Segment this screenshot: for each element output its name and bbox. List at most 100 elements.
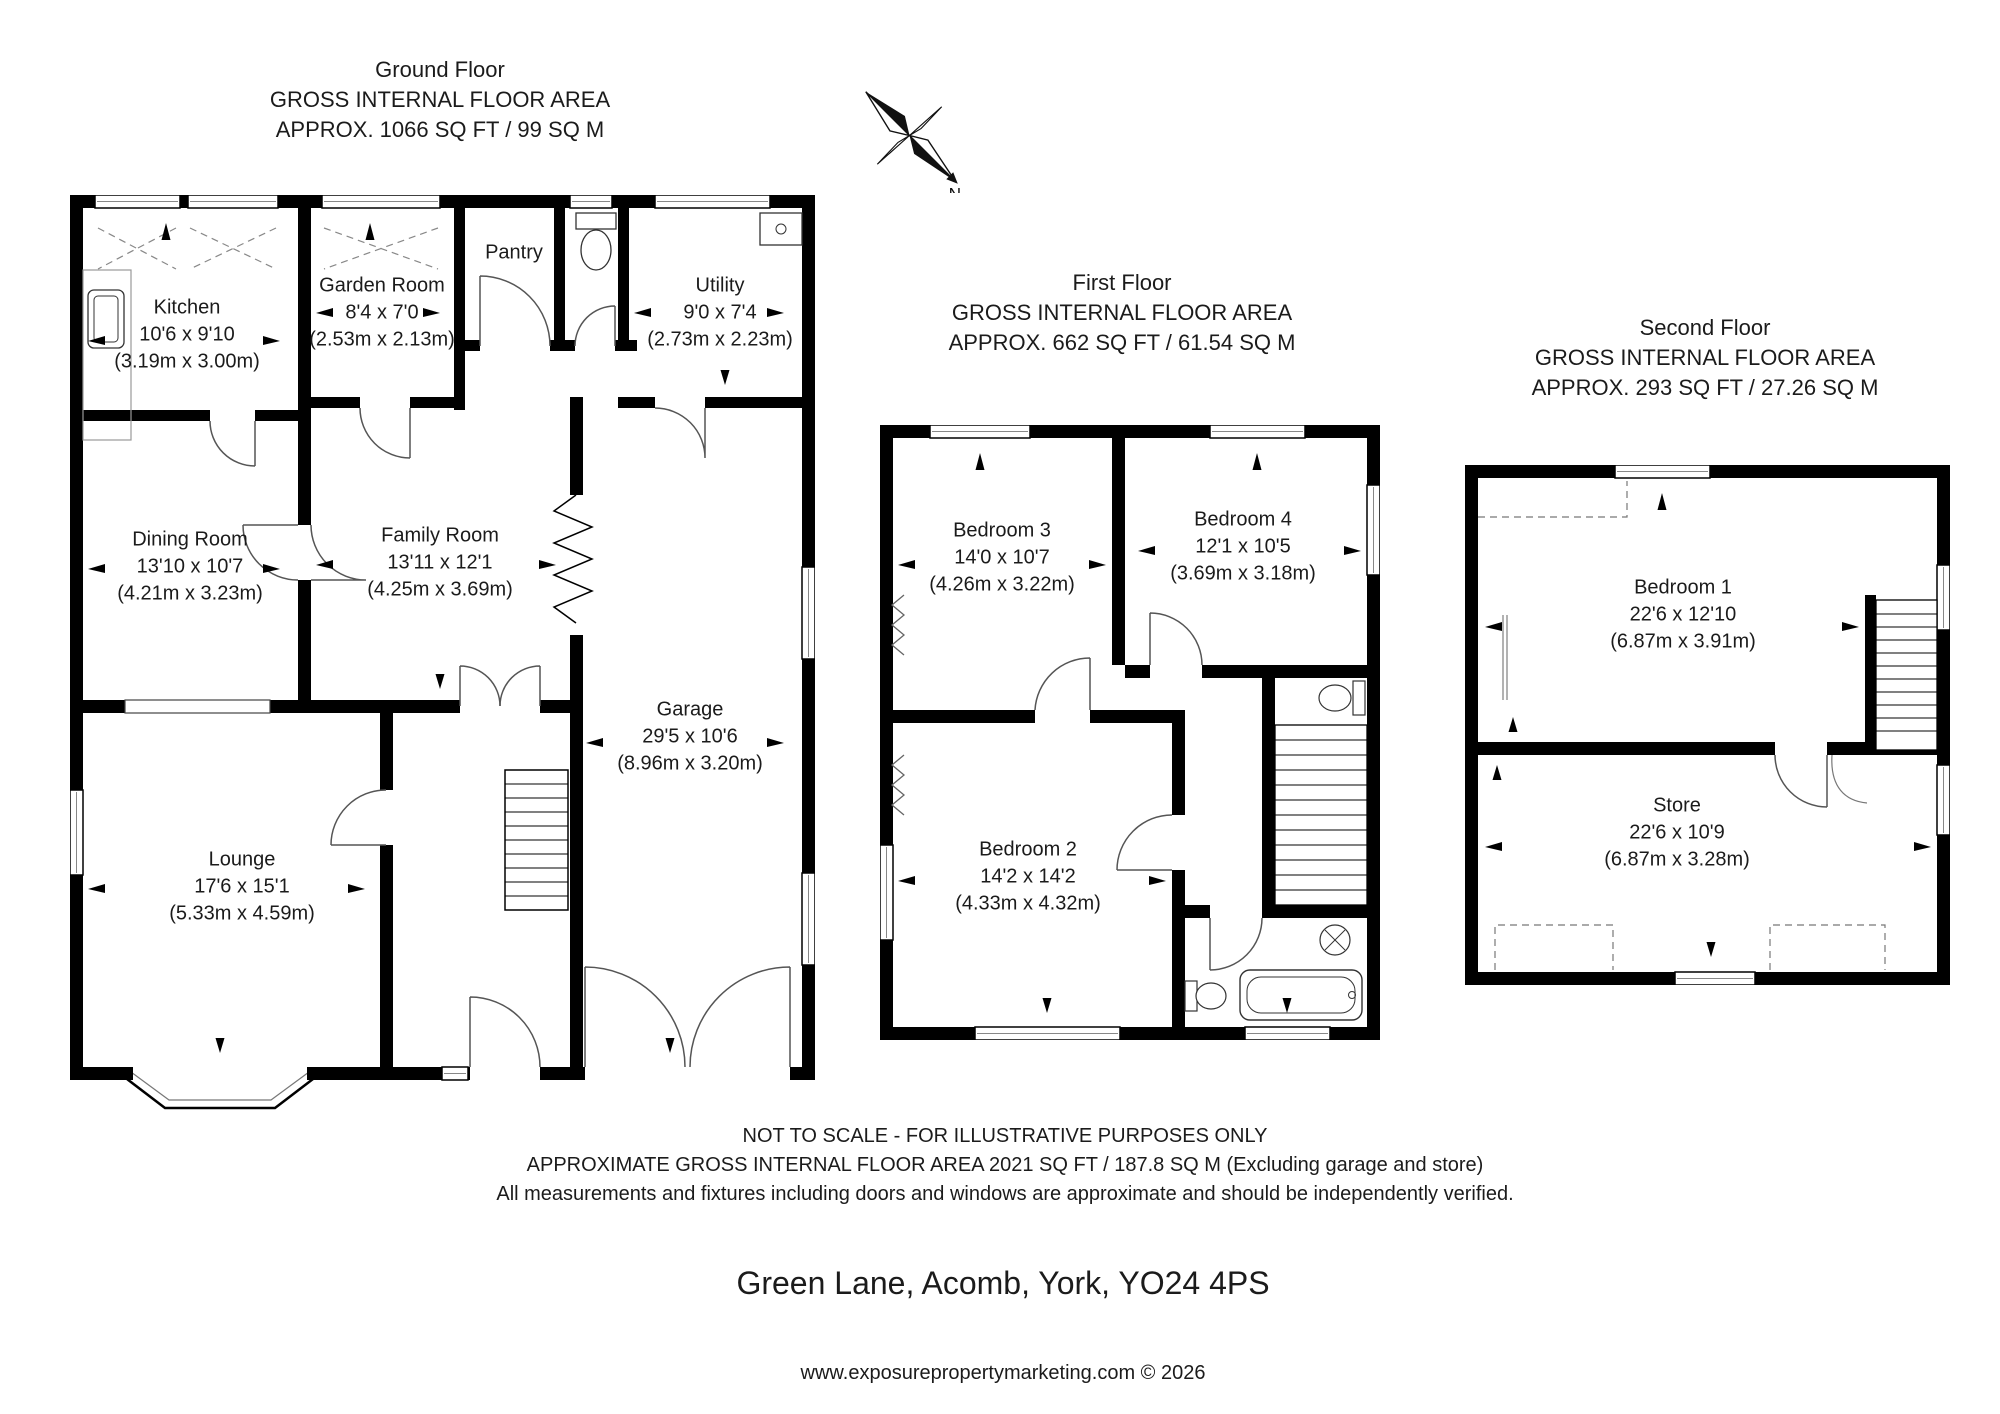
ground-floor-svg [70,195,815,1110]
fixtures-layer [890,594,1366,1021]
floor-area-line2: APPROX. 293 SQ FT / 27.26 SQ M [1531,375,1879,400]
room-label-bedroom-2: Bedroom 2 14'2 x 14'2 (4.33m x 4.32m) [955,837,1101,918]
eaves-dashed-lines [1478,481,1886,970]
compass-point [876,135,910,165]
fixtures-layer [1478,481,1886,970]
room-dim-metric: (6.87m x 3.91m) [1610,630,1756,653]
door-arc [330,789,387,846]
fixtures-layer [82,212,803,441]
door-arc [310,524,367,581]
compass-point [909,106,943,136]
room-label-store: Store 22'6 x 10'9 (6.87m x 3.28m) [1604,793,1750,874]
door-arc [359,407,411,459]
kitchen-counter [82,269,132,441]
toilet [1318,680,1366,716]
window [441,1066,469,1081]
windows-layer [1614,465,1950,985]
room-label-garden-room: Garden Room 8'4 x 7'0 (2.53m x 2.13m) [309,273,455,354]
room-name: Bedroom 1 [1634,576,1732,599]
measure-arrows [898,453,1361,1013]
room-dim-imperial: 14'0 x 10'7 [954,546,1050,569]
door-arc [469,996,541,1068]
room-name: Garden Room [319,274,445,297]
second-floor-header: Second Floor GROSS INTERNAL FLOOR AREA A… [1532,313,1879,403]
room-dim-metric: (4.33m x 4.32m) [955,892,1101,915]
window [1366,484,1380,576]
windows-layer [70,195,815,1081]
radiator-lines [1502,615,1508,700]
compass-point [865,91,912,137]
window [654,195,771,209]
room-dim-metric: (5.33m x 4.59m) [169,902,315,925]
floor-area-line2: APPROX. 1066 SQ FT / 99 SQ M [275,117,605,142]
ground-floor-plan: Kitchen 10'6 x 9'10 (3.19m x 3.00m) Gard… [70,195,815,1110]
room-dim-imperial: 29'5 x 10'6 [642,725,738,748]
room-name: Pantry [485,241,543,264]
property-address: Green Lane, Acomb, York, YO24 4PS [736,1265,1270,1301]
room-dim-imperial: 22'6 x 12'10 [1629,603,1737,626]
room-label-garage: Garage 29'5 x 10'6 (8.96m x 3.20m) [617,697,763,778]
compass-arrowhead [946,172,958,184]
door-arc [209,420,256,467]
room-dim-metric: (4.26m x 3.22m) [929,573,1075,596]
room-dim-imperial: 14'2 x 14'2 [980,865,1076,888]
window [321,195,441,209]
door-arc [1149,612,1203,666]
measure-arrows [88,223,784,1053]
windows-layer [880,425,1380,1040]
room-dim-metric: (8.96m x 3.20m) [617,752,763,775]
window [974,1026,1121,1040]
room-name: Kitchen [153,296,221,319]
room-name: Bedroom 3 [953,519,1051,542]
room-label-dining-room: Dining Room 13'10 x 10'7 (4.21m x 3.23m) [117,527,263,608]
room-dim-imperial: 13'11 x 12'1 [387,551,493,574]
room-name: Garage [656,698,724,721]
room-label-pantry: Pantry [485,240,543,267]
floor-title: First Floor [1072,270,1172,295]
doors-layer [1034,612,1263,971]
stairs [1274,724,1368,906]
first-floor-header: First Floor GROSS INTERNAL FLOOR AREA AP… [949,268,1296,358]
first-floor-svg [880,425,1380,1040]
floor-title: Ground Floor [375,57,505,82]
door-arc [479,275,551,347]
disclaimer-line-3: All measurements and fixtures including … [496,1183,1514,1205]
room-dim-imperial: 10'6 x 9'10 [139,323,235,346]
window [1936,564,1950,631]
window [1674,971,1756,985]
zigzag-break [552,494,594,624]
room-dim-imperial: 13'10 x 10'7 [136,555,244,578]
window [1936,764,1950,836]
shower-head [1319,924,1351,956]
door-arc [1209,917,1263,971]
window [70,789,84,876]
ground-floor-header: Ground Floor GROSS INTERNAL FLOOR AREA A… [270,55,610,145]
second-floor-plan: Bedroom 1 22'6 x 12'10 (6.87m x 3.91m) S… [1465,465,1950,985]
door-arc [1774,754,1828,808]
room-name: Dining Room [132,528,248,551]
room-label-bedroom-3: Bedroom 3 14'0 x 10'7 (4.26m x 3.22m) [929,518,1075,599]
door-arc [499,665,541,707]
room-dim-imperial: 8'4 x 7'0 [345,301,419,324]
room-label-lounge: Lounge 17'6 x 15'1 (5.33m x 4.59m) [169,847,315,928]
squared-opening [124,699,271,714]
disclaimer: NOT TO SCALE - FOR ILLUSTRATIVE PURPOSES… [496,1122,1513,1209]
door-arc [654,407,706,459]
compass-point [907,134,957,182]
room-dim-imperial: 22'6 x 10'9 [1629,821,1725,844]
toilet [575,212,617,271]
room-label-utility: Utility 9'0 x 7'4 (2.73m x 2.23m) [647,273,793,354]
stairs [504,769,569,911]
room-dim-metric: (2.73m x 2.23m) [647,328,793,351]
measure-arrows [1485,493,1931,957]
bay-window [124,1067,316,1110]
window [801,566,815,660]
doors-layer [209,275,791,1068]
room-dim-imperial: 12'1 x 10'5 [1195,535,1291,558]
room-name: Bedroom 2 [979,838,1077,861]
first-floor-plan: Bedroom 3 14'0 x 10'7 (4.26m x 3.22m) Be… [880,425,1380,1040]
compass-north-icon: N [852,78,967,204]
garage-door-arc [689,966,791,1068]
room-name: Utility [695,274,745,297]
